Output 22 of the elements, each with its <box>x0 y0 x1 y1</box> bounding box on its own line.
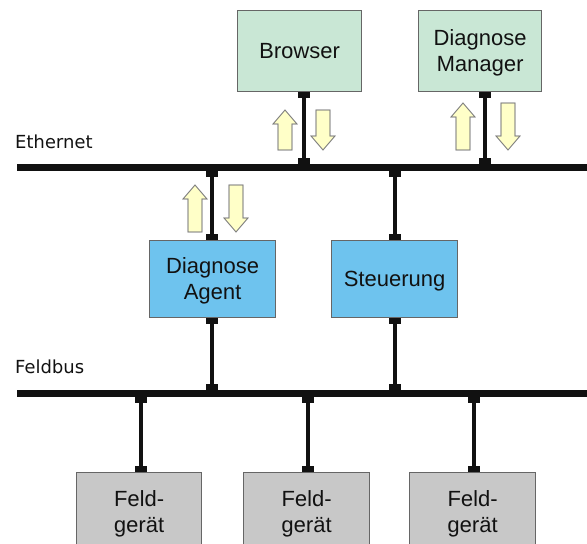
block-arrow <box>310 110 336 151</box>
bus-label: Feldbus <box>15 357 84 378</box>
block-arrow <box>450 102 476 150</box>
box-label: Feld- gerät <box>112 486 166 538</box>
bus-label: Ethernet <box>15 132 93 153</box>
component-box <box>149 240 276 318</box>
box-label: Diagnose Manager <box>432 25 528 77</box>
component-box <box>237 10 362 92</box>
box-label: Browser <box>258 38 341 64</box>
component-box <box>331 240 458 318</box>
component-box <box>418 10 542 92</box>
component-box <box>409 472 536 544</box>
box-label: Feld- gerät <box>446 486 499 538</box>
block-arrow <box>182 184 208 232</box>
block-arrow <box>494 102 522 151</box>
block-arrow <box>222 184 250 233</box>
component-box <box>243 472 370 544</box>
component-box <box>76 472 202 544</box>
box-label: Steuerung <box>342 266 446 292</box>
box-label: Feld- gerät <box>280 486 333 538</box>
box-label: Diagnose Agent <box>165 253 260 305</box>
block-arrow <box>272 109 298 150</box>
